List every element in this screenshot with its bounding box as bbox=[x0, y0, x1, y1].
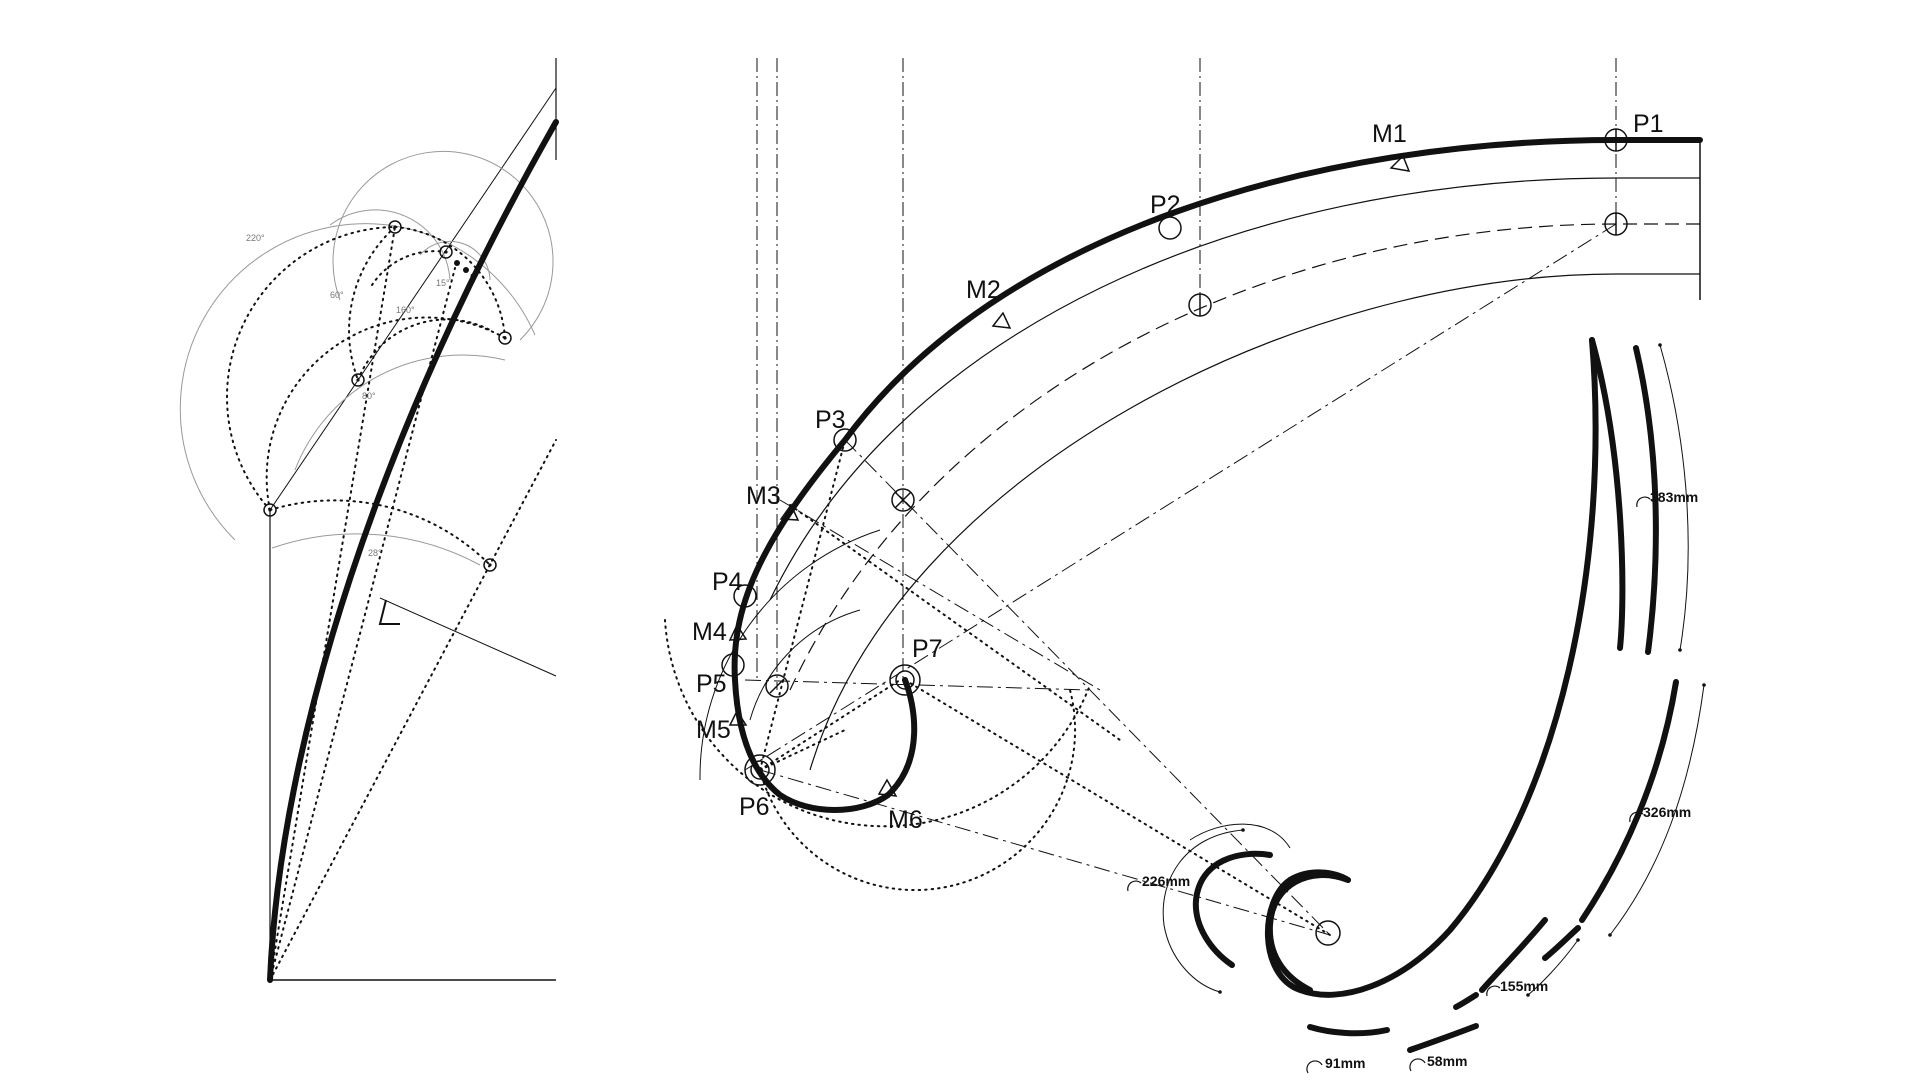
segment-58 bbox=[1407, 1023, 1479, 1053]
label-M6: M6 bbox=[888, 806, 923, 834]
dimension-arcs bbox=[1162, 344, 1705, 996]
segment-383-b bbox=[1633, 345, 1659, 655]
left-construction: 220° 60° 160° 80° 28° 15° bbox=[179, 58, 559, 983]
angle-label-160: 160° bbox=[396, 305, 415, 315]
right-angle-marker bbox=[378, 599, 400, 625]
label-M5: M5 bbox=[696, 716, 731, 744]
angle-label-15: 15° bbox=[436, 278, 450, 288]
label-M1: M1 bbox=[1372, 120, 1407, 148]
left-construction-points bbox=[263, 220, 512, 572]
middle-construction: P1 P2 P3 P4 P5 P6 P7 M1 M2 M3 M4 M5 M6 bbox=[664, 58, 1703, 946]
vertical-reference-lines bbox=[756, 58, 1617, 690]
label-P7: P7 bbox=[912, 635, 943, 663]
left-construction-point-centers bbox=[268, 225, 507, 567]
dotted-construction bbox=[664, 439, 1331, 936]
dimension-label-58: 58mm bbox=[1427, 1053, 1467, 1069]
dimension-label-326: 326mm bbox=[1643, 804, 1691, 820]
left-main-curve bbox=[267, 119, 559, 983]
segment-91 bbox=[1307, 1024, 1390, 1037]
dotted-radial-lines bbox=[269, 226, 557, 981]
dimension-label-91: 91mm bbox=[1325, 1055, 1365, 1071]
label-P5: P5 bbox=[696, 670, 727, 698]
spiral-pieces: 383mm 326mm 226mm 155mm 91mm 58mm bbox=[1127, 337, 1706, 1074]
triangle-markers bbox=[728, 154, 1411, 797]
band-curves bbox=[769, 177, 1700, 771]
left-tangent-line bbox=[269, 87, 557, 511]
band-center-dashed bbox=[789, 223, 1700, 691]
angle-label-28: 28° bbox=[368, 548, 382, 558]
angle-label-220: 220° bbox=[246, 233, 265, 243]
segment-155-b bbox=[1453, 992, 1479, 1010]
dimension-label-383: 383mm bbox=[1650, 489, 1698, 505]
label-P3: P3 bbox=[815, 406, 846, 434]
grey-construction-arcs bbox=[179, 150, 554, 566]
label-M3: M3 bbox=[746, 482, 781, 510]
segment-155 bbox=[1479, 917, 1548, 993]
segment-226-inner bbox=[1192, 850, 1273, 968]
dimension-label-226: 226mm bbox=[1142, 873, 1190, 889]
dashdot-construction bbox=[744, 223, 1617, 936]
segment-main-heart bbox=[1264, 337, 1599, 998]
dimension-arc-ends bbox=[1218, 343, 1706, 997]
left-perpendicular-line bbox=[379, 597, 557, 677]
segment-spiral-inner bbox=[1266, 872, 1351, 993]
point-centers bbox=[757, 677, 908, 773]
label-P6: P6 bbox=[739, 793, 770, 821]
label-M4: M4 bbox=[692, 618, 727, 646]
bold-segments bbox=[1192, 337, 1679, 1053]
arc-symbols bbox=[1127, 496, 1651, 1074]
segment-326-b bbox=[1542, 925, 1581, 961]
label-P4: P4 bbox=[712, 568, 743, 596]
segment-383-a bbox=[1589, 337, 1626, 651]
label-P1: P1 bbox=[1633, 110, 1664, 138]
label-M2: M2 bbox=[966, 276, 1001, 304]
dimension-label-155: 155mm bbox=[1500, 978, 1548, 994]
label-P2: P2 bbox=[1150, 191, 1181, 219]
point-markers bbox=[721, 128, 1628, 946]
angle-label-60: 60° bbox=[330, 290, 344, 300]
middle-main-curve bbox=[731, 137, 1703, 813]
segment-326 bbox=[1579, 679, 1679, 923]
angle-label-80: 80° bbox=[362, 391, 376, 401]
